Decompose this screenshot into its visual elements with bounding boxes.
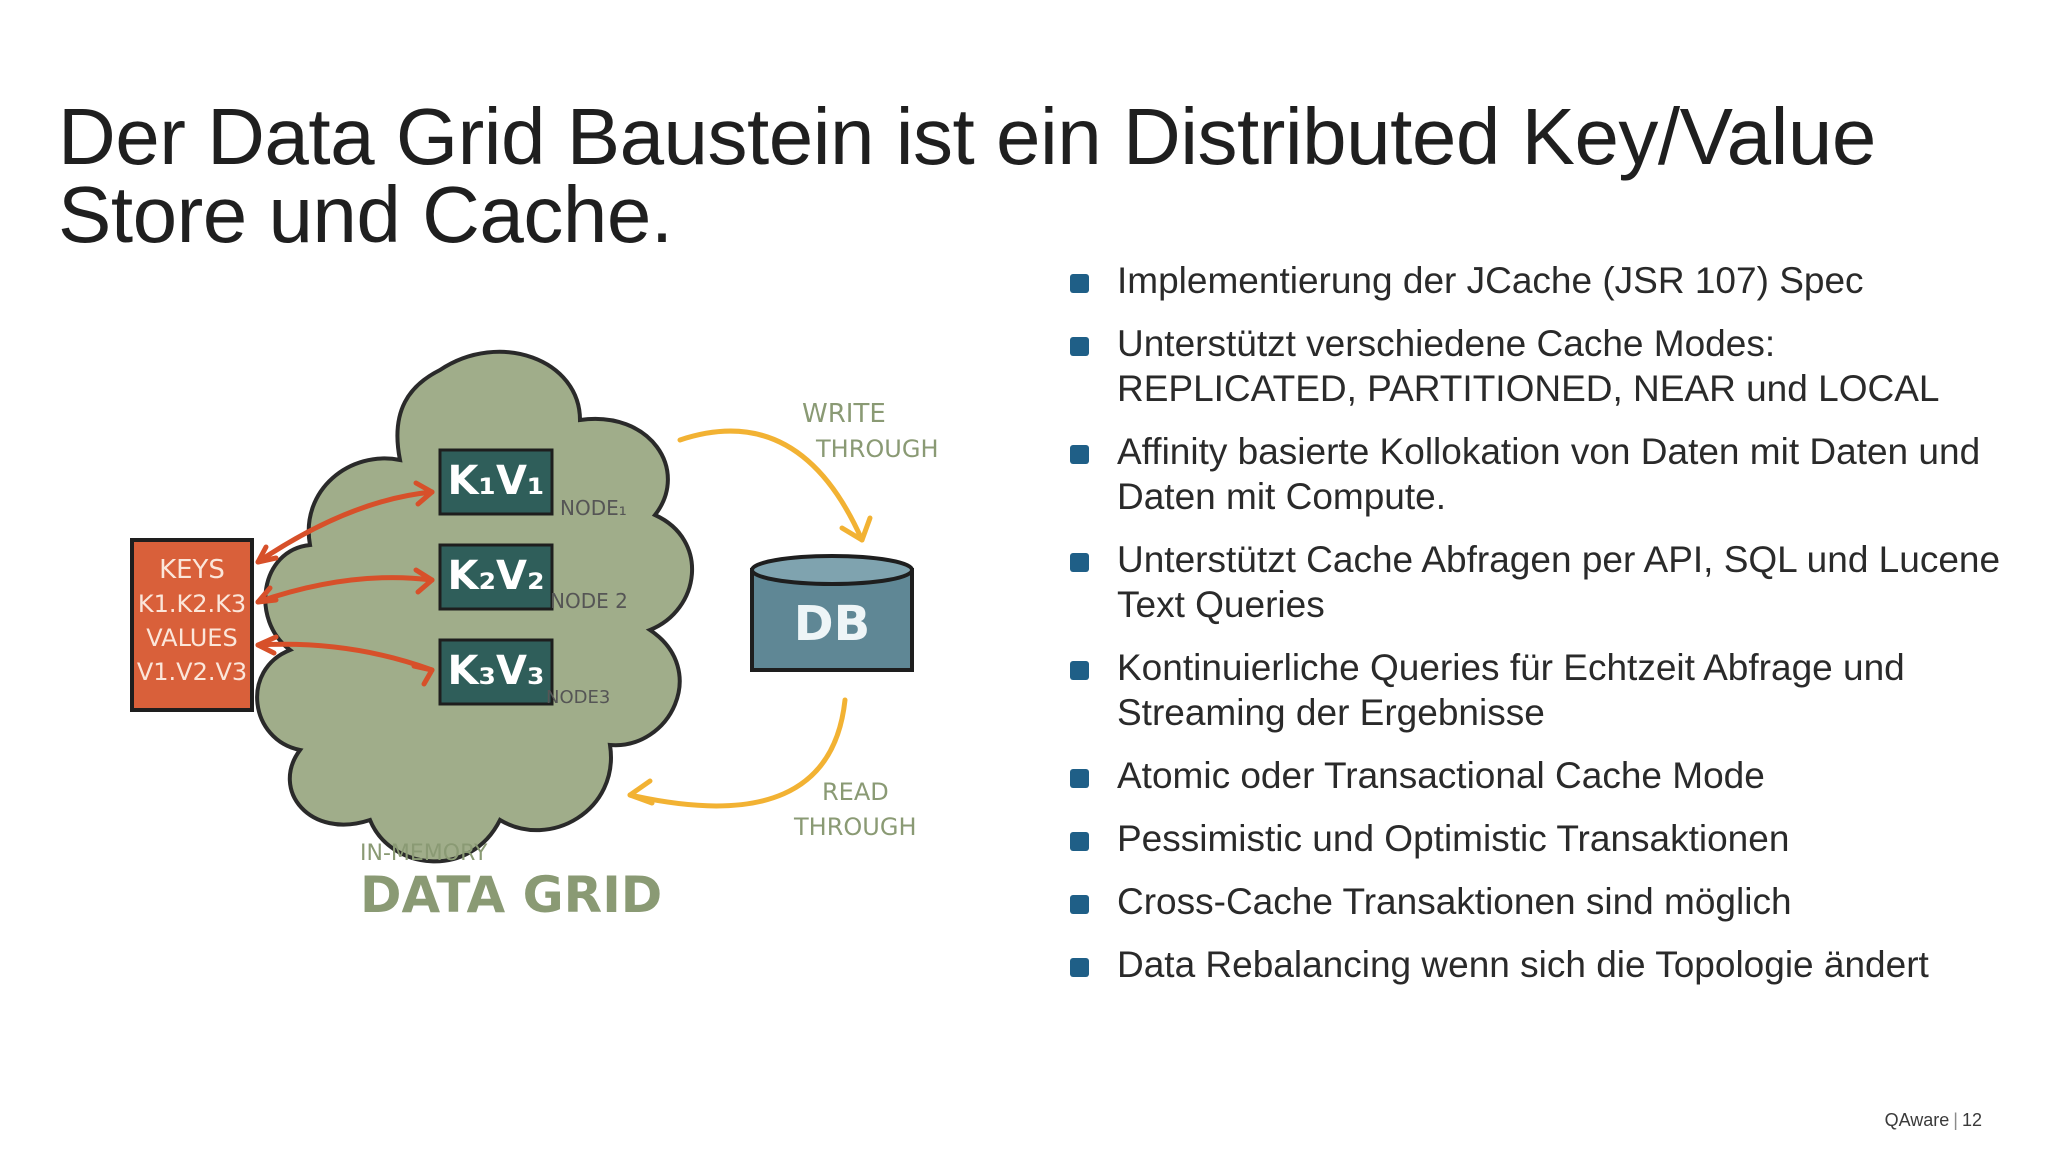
feature-item: Pessimistic und Optimistic Transaktionen — [1070, 816, 2010, 861]
bullet-square-icon — [1070, 895, 1089, 914]
slide-title-line-2: Store und Cache. — [58, 169, 673, 259]
feature-item: Unterstützt Cache Abfragen per API, SQL … — [1070, 537, 2010, 627]
node-3: K₃V₃ NODE3 — [438, 638, 610, 708]
feature-text: Affinity basierte Kollokation von Daten … — [1117, 431, 1981, 517]
write-through-label-2: THROUGH — [815, 435, 938, 463]
node-2: K₂V₂ NODE 2 — [438, 543, 628, 613]
write-through-arrow: WRITE THROUGH — [677, 399, 938, 543]
node-3-key: K₃V₃ — [448, 648, 545, 694]
database-cylinder: DB — [750, 554, 914, 672]
footer-brand: QAware — [1884, 1110, 1950, 1130]
keys-box-line-4: V1.V2.V3 — [137, 658, 247, 686]
read-through-label-2: THROUGH — [793, 813, 916, 841]
keys-node-arrows — [255, 480, 435, 687]
feature-text: Unterstützt Cache Abfragen per API, SQL … — [1117, 539, 2001, 625]
data-grid-illustration: K₁V₁ NODE₁ K₂V₂ NODE 2 K₃V₃ NODE3 KEYS K… — [110, 340, 1010, 960]
caption-data-grid: DATA GRID — [360, 866, 662, 924]
feature-text: Unterstützt verschiedene Cache Modes: RE… — [1117, 323, 1940, 409]
feature-text: Kontinuierliche Queries für Echtzeit Abf… — [1117, 647, 1905, 733]
node-2-label: NODE 2 — [550, 589, 628, 613]
feature-list: Implementierung der JCache (JSR 107) Spe… — [1070, 258, 2010, 1005]
bullet-square-icon — [1070, 274, 1089, 293]
feature-text: Cross-Cache Transaktionen sind möglich — [1117, 881, 1792, 922]
feature-item: Atomic oder Transactional Cache Mode — [1070, 753, 2010, 798]
feature-item: Data Rebalancing wenn sich die Topologie… — [1070, 942, 2010, 987]
feature-item: Unterstützt verschiedene Cache Modes: RE… — [1070, 321, 2010, 411]
feature-text: Atomic oder Transactional Cache Mode — [1117, 755, 1765, 796]
bullet-square-icon — [1070, 832, 1089, 851]
node-1-label: NODE₁ — [560, 496, 627, 520]
node-2-key: K₂V₂ — [448, 553, 545, 599]
write-through-label-1: WRITE — [802, 399, 886, 429]
data-grid-caption: IN-MEMORY DATA GRID — [360, 841, 662, 924]
node-1: K₁V₁ NODE₁ — [438, 448, 627, 520]
slide-title-line-1: Der Data Grid Baustein ist ein Distribut… — [58, 91, 1876, 181]
read-through-arrow: READ THROUGH — [627, 697, 916, 841]
feature-text: Data Rebalancing wenn sich die Topologie… — [1117, 944, 1929, 985]
feature-item: Affinity basierte Kollokation von Daten … — [1070, 429, 2010, 519]
bullet-square-icon — [1070, 958, 1089, 977]
bullet-square-icon — [1070, 769, 1089, 788]
bullet-square-icon — [1070, 661, 1089, 680]
caption-in-memory: IN-MEMORY — [360, 841, 488, 866]
feature-text: Pessimistic und Optimistic Transaktionen — [1117, 818, 1790, 859]
node-1-key: K₁V₁ — [448, 458, 545, 504]
db-label: DB — [794, 596, 870, 652]
bullet-square-icon — [1070, 553, 1089, 572]
bullet-square-icon — [1070, 445, 1089, 464]
keys-box-line-1: KEYS — [159, 555, 225, 585]
keys-values-box: KEYS K1.K2.K3 VALUES V1.V2.V3 — [130, 538, 254, 712]
node-3-label: NODE3 — [546, 687, 610, 708]
feature-item: Implementierung der JCache (JSR 107) Spe… — [1070, 258, 2010, 303]
feature-item: Cross-Cache Transaktionen sind möglich — [1070, 879, 2010, 924]
slide-footer: QAware|12 — [1885, 1110, 1982, 1131]
keys-box-line-3: VALUES — [146, 624, 237, 652]
bullet-square-icon — [1070, 337, 1089, 356]
footer-separator: | — [1953, 1110, 1958, 1130]
feature-text: Implementierung der JCache (JSR 107) Spe… — [1117, 260, 1864, 301]
slide-title: Der Data Grid Baustein ist ein Distribut… — [58, 91, 1958, 259]
keys-box-line-2: K1.K2.K3 — [138, 590, 246, 618]
read-through-label-1: READ — [822, 778, 889, 806]
feature-item: Kontinuierliche Queries für Echtzeit Abf… — [1070, 645, 2010, 735]
page-number: 12 — [1961, 1110, 1982, 1130]
